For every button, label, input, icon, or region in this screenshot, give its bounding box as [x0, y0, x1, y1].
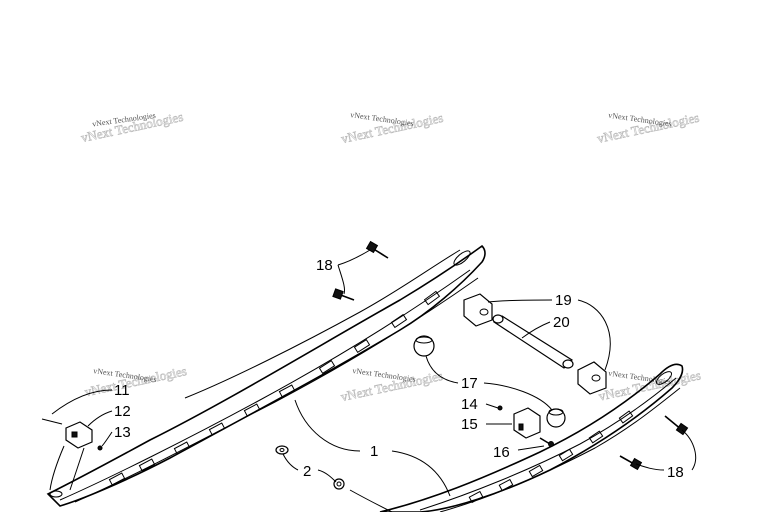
watermark-top-right: vNext Technologies vNext Technologies: [595, 109, 700, 146]
callout-12: 12: [114, 403, 131, 420]
leader-lines: [49, 249, 697, 512]
pin-11: [41, 418, 63, 425]
washer-2-a: [275, 445, 289, 455]
spacer-block-19-a: [463, 293, 493, 327]
callout-20: 20: [553, 314, 570, 331]
rail-end-slot: [655, 371, 673, 385]
callout-15: 15: [461, 416, 478, 433]
callout-11: 11: [114, 382, 130, 399]
bushing-17-b: [546, 408, 566, 428]
bolt-18-top-b: [332, 288, 355, 301]
bushing-17-a: [413, 335, 435, 357]
callout-2: 2: [303, 463, 311, 480]
callout-17: 17: [461, 375, 478, 392]
callout-18-right: 18: [667, 464, 684, 481]
left-slide-rail: [46, 244, 486, 507]
callout-13: 13: [114, 424, 131, 441]
callout-19: 19: [555, 292, 572, 309]
rail-end-slot: [453, 250, 471, 266]
callout-16: 16: [493, 444, 510, 461]
callout-1: 1: [370, 443, 378, 460]
callout-14: 14: [461, 396, 478, 413]
watermark-top-center: vNext Technologies vNext Technologies: [339, 110, 444, 147]
bolt-18-right-b: [619, 455, 643, 471]
washer-2-b: [333, 478, 345, 490]
screw-16: [539, 437, 554, 447]
callout-labels: 18 19 20 17 14 15 16 18 1 2 11 12 13: [114, 257, 684, 481]
watermark-top-left: vNext Technologies vNext Technologies: [79, 109, 184, 146]
right-slide-rail: [379, 363, 684, 512]
watermark-mid-right: vNext Technologies vNext Technologies: [597, 367, 702, 404]
right-rail-slots: [468, 410, 634, 504]
shaft-20: [492, 314, 574, 369]
left-rail-slots: [108, 290, 441, 486]
bolt-18-right-a: [664, 415, 689, 436]
watermark-mid-left: vNext Technologies vNext Technologies: [83, 363, 188, 400]
screw-13: [97, 445, 103, 451]
spacer-block-19-b: [577, 361, 607, 395]
block-12: [65, 421, 93, 449]
rail-tip-hole: [49, 490, 63, 498]
washer-14: [497, 405, 503, 411]
block-15: [513, 407, 541, 439]
callout-18-top: 18: [316, 257, 333, 274]
watermark-mid-center: vNext Technologies vNext Technologies: [339, 366, 444, 404]
